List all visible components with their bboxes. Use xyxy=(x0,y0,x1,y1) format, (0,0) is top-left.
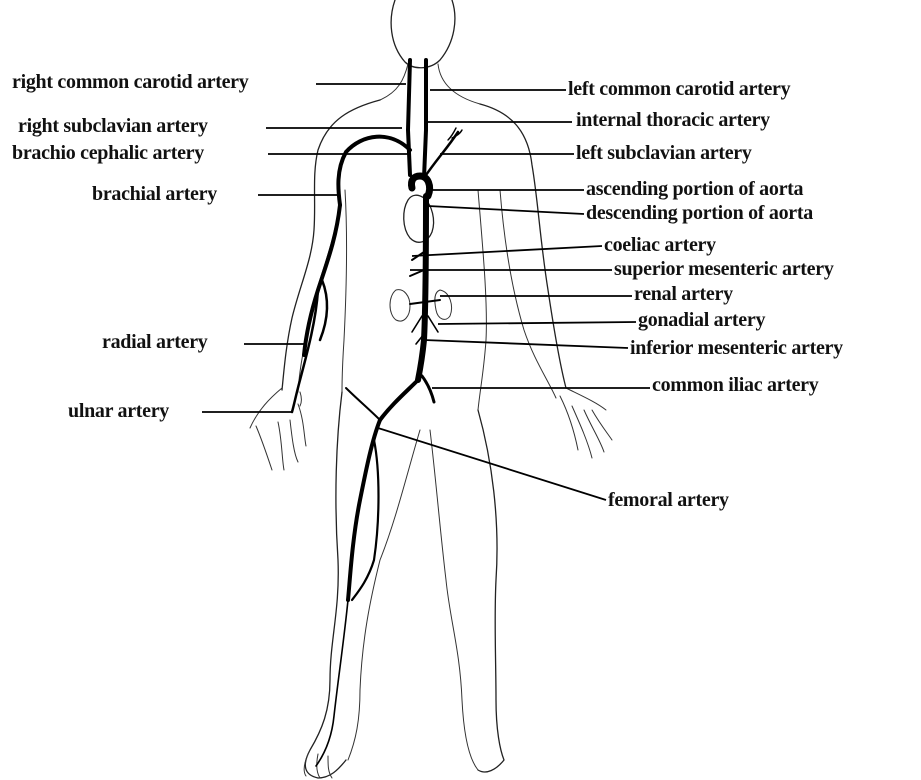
label-right-subclavian-artery: right subclavian artery xyxy=(18,115,208,137)
label-coeliac-artery: coeliac artery xyxy=(604,234,716,256)
iliac-branch-vessel xyxy=(346,388,380,420)
label-renal-artery: renal artery xyxy=(634,283,733,305)
lower-leg-vessel xyxy=(316,600,348,766)
left-leg-inner-outline xyxy=(348,430,420,760)
right-common-carotid-vessel xyxy=(408,60,410,175)
torso-right-outline xyxy=(478,190,486,410)
ascending-aorta-vessel xyxy=(411,176,429,196)
left-common-carotid-vessel xyxy=(424,60,426,178)
leader-inferior-mesenteric xyxy=(424,340,628,348)
left-kidney-shape xyxy=(390,290,410,321)
torso-left-outline xyxy=(342,190,347,392)
common-iliac-right-vessel xyxy=(422,376,434,402)
common-iliac-left-vessel xyxy=(380,380,418,420)
label-left-common-carotid-artery: left common carotid artery xyxy=(568,78,790,100)
left-leg-outline xyxy=(305,392,346,778)
leader-gonadial xyxy=(438,322,636,324)
label-right-common-carotid-artery: right common carotid artery xyxy=(12,71,248,93)
label-superior-mesenteric-artery: superior mesenteric artery xyxy=(614,258,834,280)
label-internal-thoracic-artery: internal thoracic artery xyxy=(576,109,770,131)
neck-left-outline xyxy=(380,64,408,100)
label-brachio-cephalic-artery: brachio cephalic artery xyxy=(12,142,204,164)
arteries xyxy=(292,60,462,766)
label-femoral-artery: femoral artery xyxy=(608,489,729,511)
neck-right-outline xyxy=(438,64,480,104)
right-subclavian-vessel xyxy=(338,137,410,205)
heart-shape xyxy=(404,195,434,242)
radial-vessel xyxy=(320,280,327,340)
right-inner-arm-outline xyxy=(500,190,556,398)
right-kidney-shape xyxy=(435,290,452,319)
label-ascending-portion-of-aorta: ascending portion of aorta xyxy=(586,178,803,200)
label-inferior-mesenteric-artery: inferior mesenteric artery xyxy=(630,337,843,359)
right-hand-outline xyxy=(560,388,612,458)
label-ulnar-artery: ulnar artery xyxy=(68,400,169,422)
label-brachial-artery: brachial artery xyxy=(92,183,217,205)
leader-femoral xyxy=(378,428,606,500)
left-hand-outline xyxy=(250,388,306,470)
label-radial-artery: radial artery xyxy=(102,331,208,353)
label-common-iliac-artery: common iliac artery xyxy=(652,374,818,396)
label-gonadial-artery: gonadial artery xyxy=(638,309,765,331)
label-left-subclavian-artery: left subclavian artery xyxy=(576,142,752,164)
head-outline xyxy=(391,0,455,68)
left-subclavian-vessel xyxy=(424,132,458,178)
leader-descending-aorta xyxy=(428,206,584,214)
descending-aorta-vessel xyxy=(418,196,426,380)
label-descending-portion-of-aorta: descending portion of aorta xyxy=(586,202,813,224)
right-leg-inner-outline xyxy=(430,430,478,770)
